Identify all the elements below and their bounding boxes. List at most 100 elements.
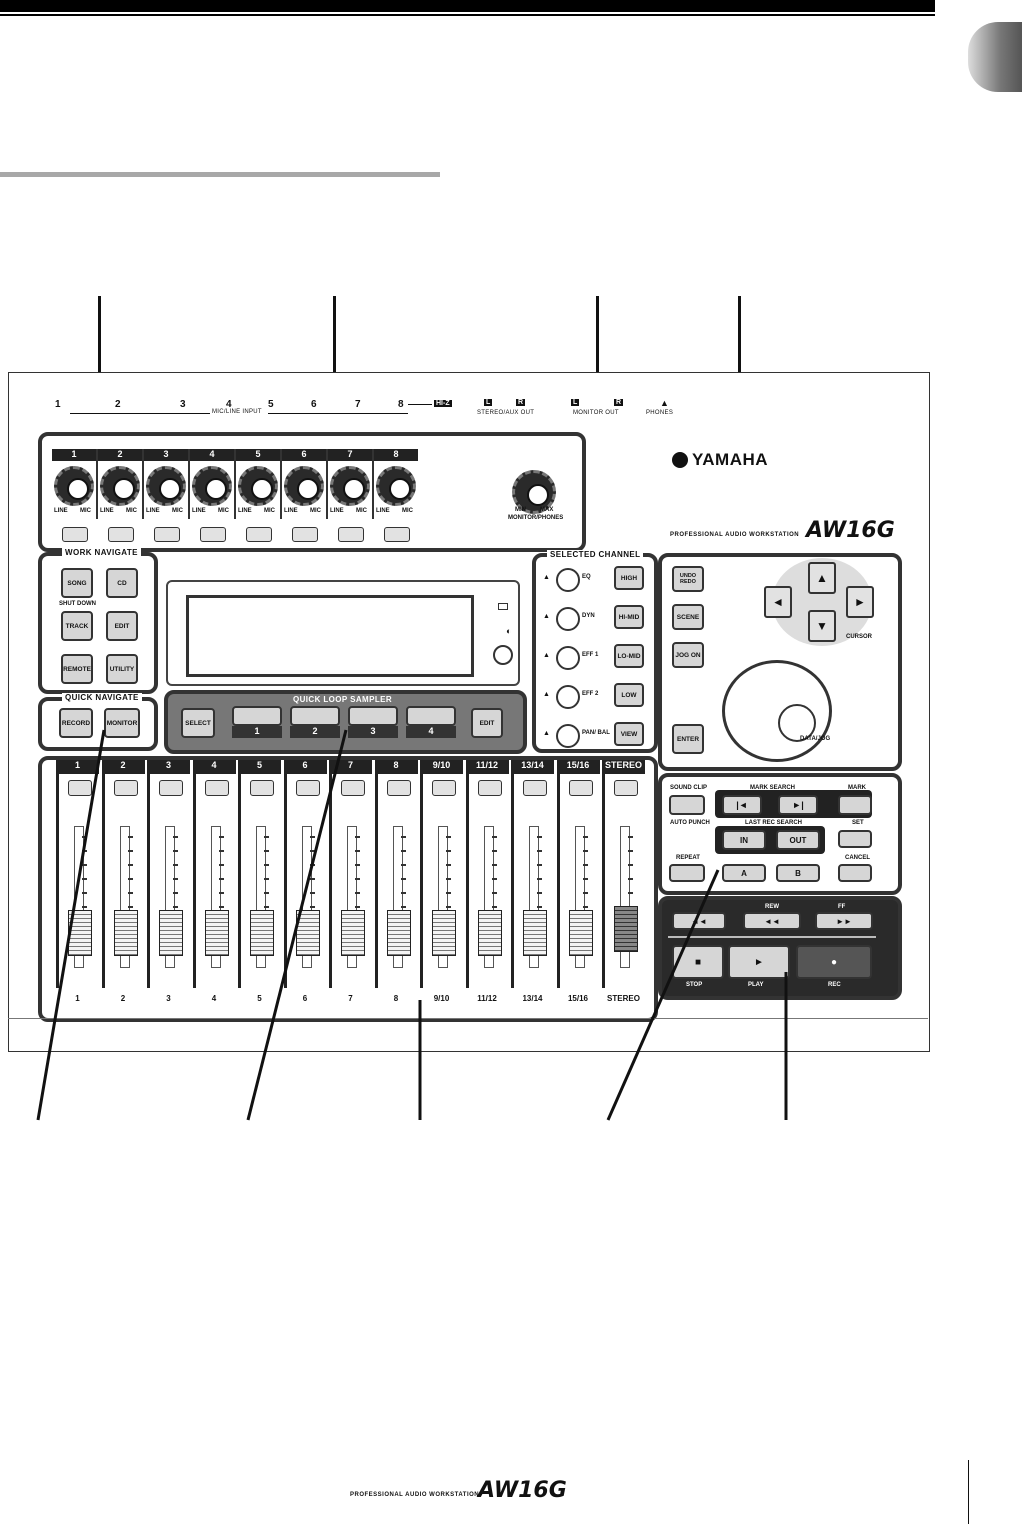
sampler-select-button[interactable]: SELECT <box>181 708 215 738</box>
input-gain-knob[interactable] <box>100 466 140 506</box>
stop-button[interactable]: ■ <box>672 945 724 979</box>
channel-on-button[interactable] <box>568 780 593 796</box>
input-pad-button[interactable] <box>200 527 226 542</box>
set-button[interactable] <box>838 830 872 848</box>
selected-channel-knob-label: EQ <box>582 574 591 580</box>
last-rec-search-label: LAST REC SEARCH <box>745 820 803 826</box>
fader-knob[interactable] <box>477 910 502 956</box>
edit-button[interactable]: EDIT <box>106 611 138 641</box>
selected-channel-knob[interactable] <box>556 568 580 592</box>
contrast-knob[interactable] <box>493 645 513 665</box>
cursor-left-button[interactable]: ◄ <box>764 586 792 618</box>
sampler-pad-button[interactable] <box>290 706 340 726</box>
play-button[interactable]: ► <box>728 945 790 979</box>
b-button[interactable]: B <box>776 864 820 882</box>
input-gain-knob[interactable] <box>284 466 324 506</box>
sampler-pad-button[interactable] <box>406 706 456 726</box>
prev-mark-button[interactable]: |◄ <box>722 795 762 815</box>
fader-knob[interactable] <box>159 910 183 956</box>
fader-knob[interactable] <box>250 910 274 956</box>
selected-channel-knob[interactable] <box>556 685 580 709</box>
input-pad-button[interactable] <box>246 527 272 542</box>
channel-on-button[interactable] <box>295 780 320 796</box>
input-pad-button[interactable] <box>108 527 134 542</box>
input-pad-button[interactable] <box>154 527 180 542</box>
monitor-nav-button[interactable]: MONITOR <box>104 708 140 738</box>
sampler-pad-button[interactable] <box>348 706 398 726</box>
channel-on-button[interactable] <box>614 780 638 796</box>
input-gain-knob[interactable] <box>376 466 416 506</box>
sampler-edit-button[interactable]: EDIT <box>471 708 503 738</box>
out-button[interactable]: OUT <box>776 830 820 850</box>
in-button[interactable]: IN <box>722 830 766 850</box>
sampler-pad-button[interactable] <box>232 706 282 726</box>
input-gain-knob[interactable] <box>330 466 370 506</box>
selected-channel-button[interactable]: VIEW <box>614 722 644 746</box>
a-button[interactable]: A <box>722 864 766 882</box>
ff-button[interactable]: ►► <box>815 912 873 930</box>
next-mark-button[interactable]: ►| <box>778 795 818 815</box>
song-button[interactable]: SONG <box>61 568 93 598</box>
auto-punch-label: AUTO PUNCH <box>670 820 710 826</box>
fader-knob[interactable] <box>341 910 365 956</box>
fader-scale-tick <box>82 892 87 894</box>
fader-scale-tick <box>446 906 451 908</box>
channel-on-button[interactable] <box>68 780 92 796</box>
channel-on-button[interactable] <box>250 780 274 796</box>
fader-slot <box>347 826 357 968</box>
data-jog-wheel[interactable] <box>722 660 832 762</box>
mic-label: MIC <box>218 508 229 514</box>
rew-button[interactable]: ◄◄ <box>743 912 801 930</box>
selected-channel-button[interactable]: LO-MID <box>614 644 644 668</box>
input-gain-knob[interactable] <box>192 466 232 506</box>
channel-on-button[interactable] <box>159 780 183 796</box>
selected-channel-button[interactable]: HIGH <box>614 566 644 590</box>
fader-knob[interactable] <box>432 910 456 956</box>
input-gain-knob[interactable] <box>54 466 94 506</box>
fader-knob[interactable] <box>568 910 593 956</box>
cd-button[interactable]: CD <box>106 568 138 598</box>
jog-on-button[interactable]: JOG ON <box>672 642 704 668</box>
channel-on-button[interactable] <box>113 780 138 796</box>
channel-on-button[interactable] <box>432 780 456 796</box>
input-pad-button[interactable] <box>292 527 318 542</box>
fader-scale-tick <box>218 836 224 838</box>
selected-channel-button[interactable]: LOW <box>614 683 644 707</box>
channel-on-button[interactable] <box>386 780 411 796</box>
fader-knob[interactable] <box>523 910 547 956</box>
mixer-channel-top-number: 2 <box>101 760 145 774</box>
cursor-down-button[interactable]: ▼ <box>808 610 836 642</box>
channel-on-button[interactable] <box>477 780 502 796</box>
rec-button[interactable]: ● <box>796 945 872 979</box>
enter-button[interactable]: ENTER <box>672 724 704 754</box>
channel-on-button[interactable] <box>204 780 229 796</box>
fader-knob[interactable] <box>113 910 138 956</box>
undo-redo-button[interactable]: UNDO REDO <box>672 566 704 592</box>
input-pad-button[interactable] <box>338 527 364 542</box>
selected-channel-button[interactable]: HI-MID <box>614 605 644 629</box>
fader-knob[interactable] <box>386 910 411 956</box>
channel-on-button[interactable] <box>341 780 365 796</box>
sound-clip-button[interactable] <box>669 795 705 815</box>
input-gain-knob[interactable] <box>238 466 278 506</box>
cursor-up-button[interactable]: ▲ <box>808 562 836 594</box>
selected-channel-knob[interactable] <box>556 646 580 670</box>
input-pad-button[interactable] <box>62 527 88 542</box>
monitor-phones-knob[interactable] <box>512 470 556 514</box>
input-gain-knob[interactable] <box>146 466 186 506</box>
cursor-right-button[interactable]: ► <box>846 586 874 618</box>
record-nav-button[interactable]: RECORD <box>59 708 93 738</box>
selected-channel-knob[interactable] <box>556 607 580 631</box>
remote-button[interactable]: REMOTE <box>61 654 93 684</box>
mark-button[interactable] <box>838 795 872 815</box>
utility-button[interactable]: UTILITY <box>106 654 138 684</box>
track-button[interactable]: TRACK <box>61 611 93 641</box>
scene-button[interactable]: SCENE <box>672 604 704 630</box>
repeat-button[interactable] <box>669 864 705 882</box>
cancel-button[interactable] <box>838 864 872 882</box>
selected-channel-knob[interactable] <box>556 724 580 748</box>
channel-on-button[interactable] <box>523 780 547 796</box>
input-pad-button[interactable] <box>384 527 410 542</box>
fader-knob[interactable] <box>614 906 638 952</box>
fader-knob[interactable] <box>204 910 229 956</box>
